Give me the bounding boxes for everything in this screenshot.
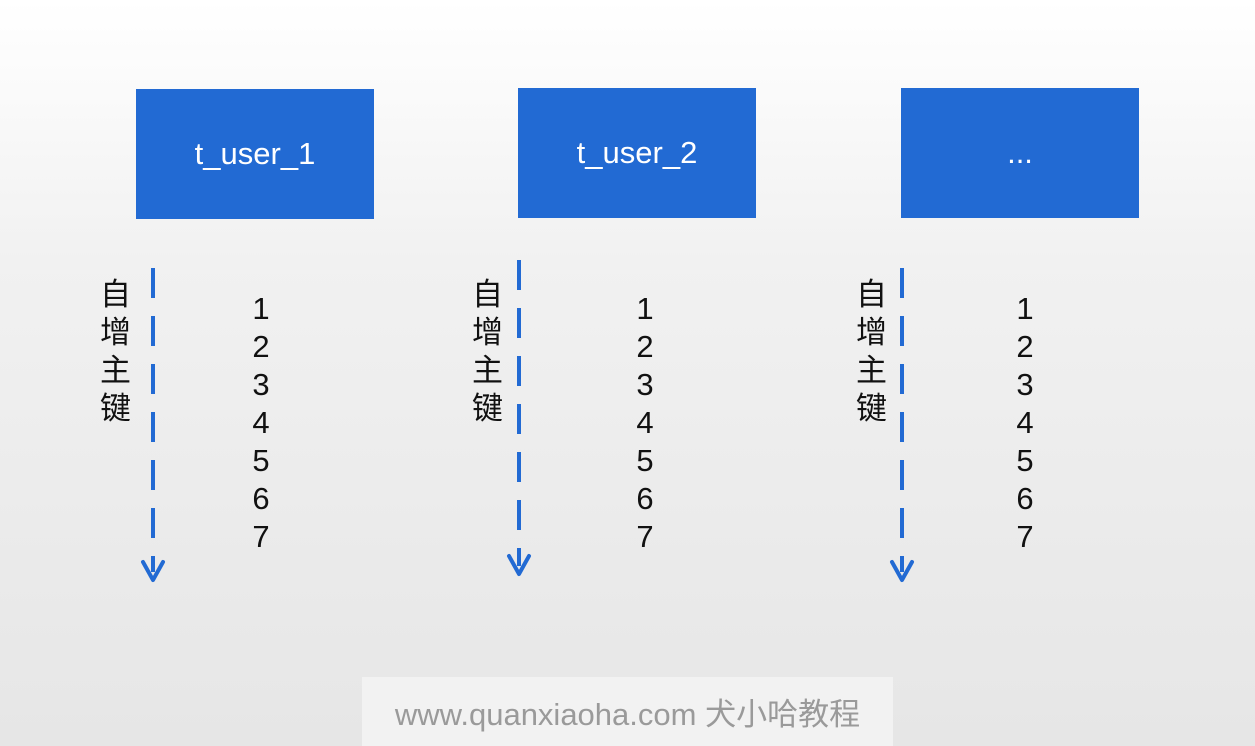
id-value: 2 [252,329,270,364]
id-value: 1 [636,291,654,326]
id-value: 3 [1016,367,1034,402]
table-name: ... [1007,135,1033,170]
id-value: 5 [636,443,654,478]
id-value: 2 [636,329,654,364]
id-value: 6 [252,481,270,516]
auto-increment-label: 自增主键 [856,277,887,427]
id-value: 6 [636,481,654,516]
id-value: 7 [1016,519,1034,554]
auto-increment-label: 自增主键 [100,277,131,427]
watermark-text: www.quanxiaoha.com 犬小哈教程 [394,697,861,732]
id-value: 5 [1016,443,1034,478]
arrowhead-3-icon [890,560,914,582]
id-value: 7 [252,519,270,554]
id-value: 5 [252,443,270,478]
id-value: 4 [636,405,654,440]
watermark: www.quanxiaoha.com 犬小哈教程 [362,677,893,746]
table-box-ellipsis: ... [901,88,1139,218]
id-value: 1 [252,291,270,326]
id-value: 4 [1016,405,1034,440]
table-name: t_user_1 [194,136,316,171]
id-value: 6 [1016,481,1034,516]
id-list: 1 2 3 4 5 6 7 [625,290,665,556]
id-list: 1 2 3 4 5 6 7 [1005,290,1045,556]
id-list: 1 2 3 4 5 6 7 [241,290,281,556]
id-value: 1 [1016,291,1034,326]
arrowhead-2-icon [507,554,531,576]
id-value: 2 [1016,329,1034,364]
table-box-t-user-1: t_user_1 [136,89,374,219]
id-value: 3 [252,367,270,402]
arrowhead-1-icon [141,560,165,582]
table-name: t_user_2 [576,135,698,170]
auto-increment-label: 自增主键 [472,277,503,427]
id-value: 3 [636,367,654,402]
id-value: 7 [636,519,654,554]
id-value: 4 [252,405,270,440]
table-box-t-user-2: t_user_2 [518,88,756,218]
